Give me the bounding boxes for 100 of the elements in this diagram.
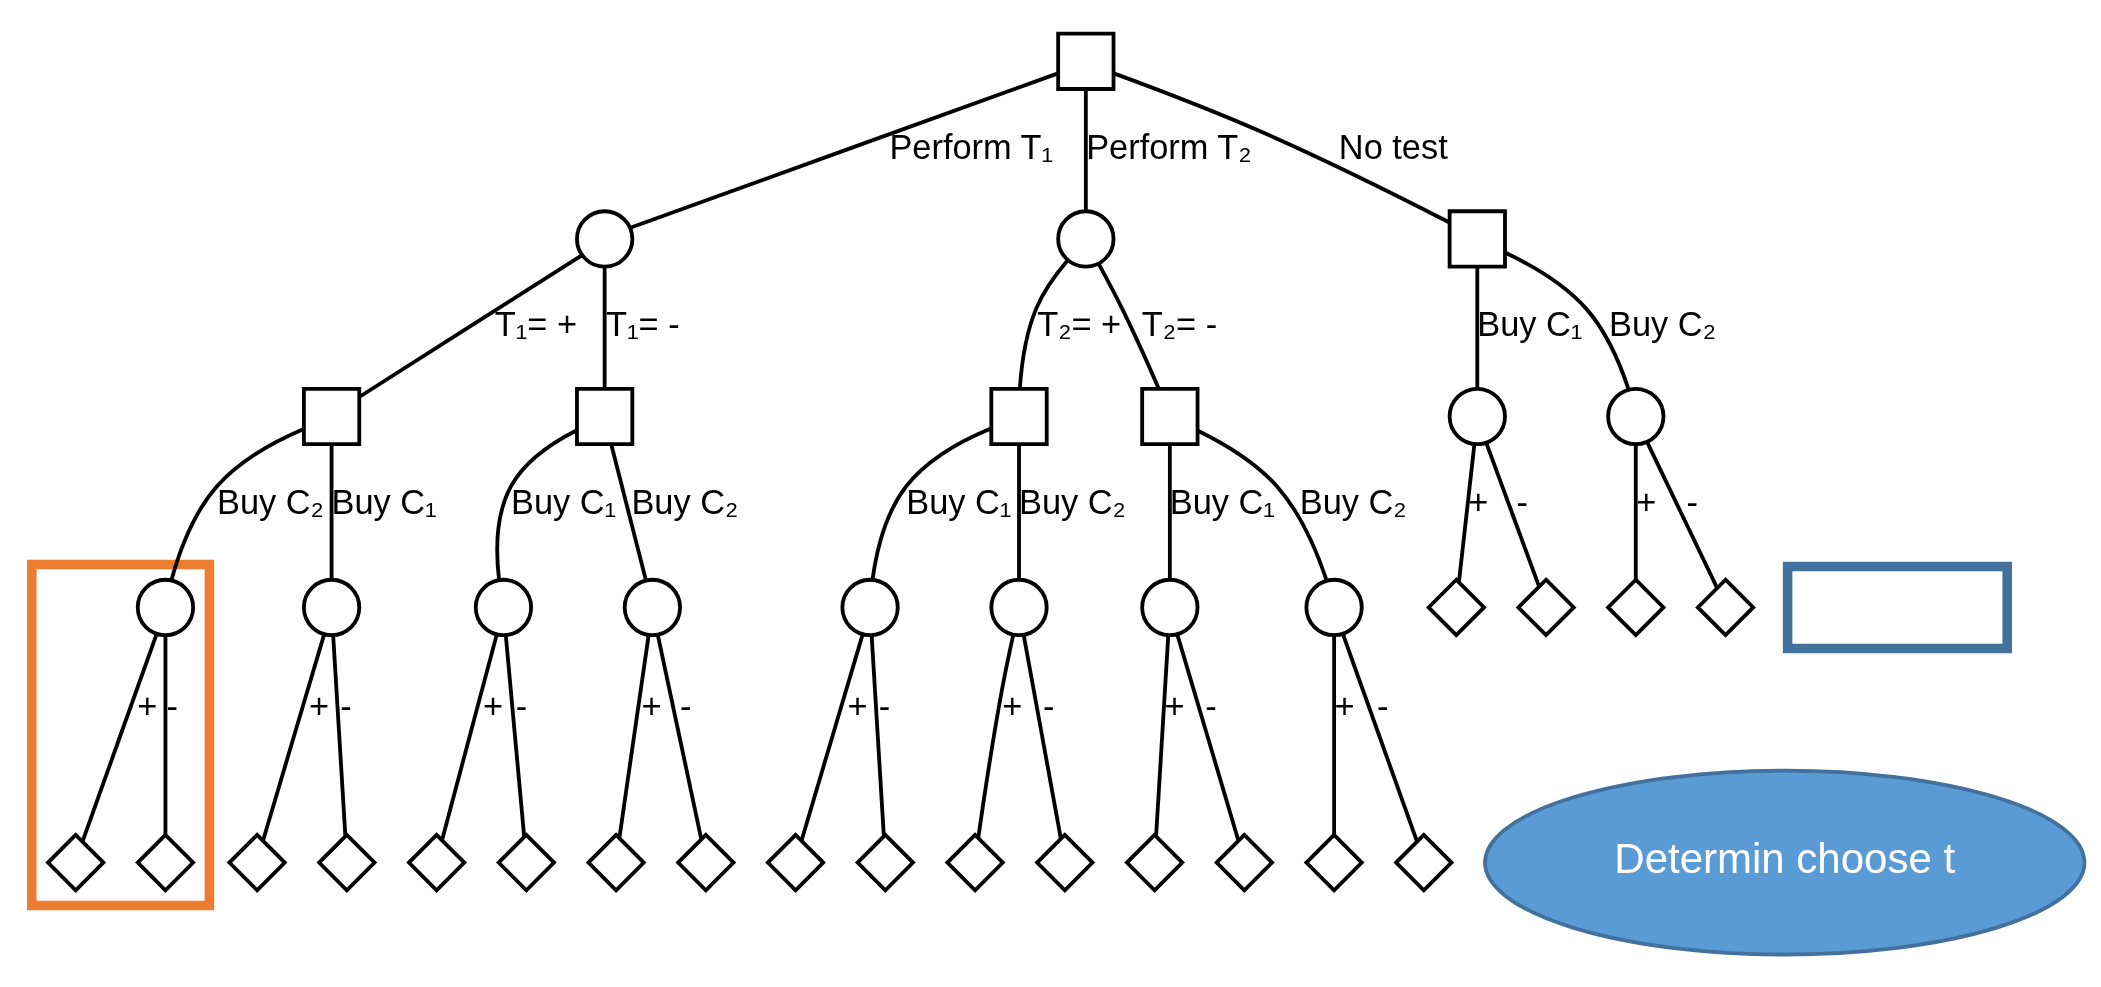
node-circle bbox=[135, 577, 196, 637]
node-circle bbox=[301, 577, 362, 637]
edge-label: Buy C₁ bbox=[1169, 482, 1275, 521]
connector bbox=[331, 634, 348, 836]
connector bbox=[1645, 440, 1719, 588]
node-circle bbox=[473, 577, 534, 637]
connector bbox=[440, 633, 499, 840]
node-diamond bbox=[854, 831, 916, 893]
edge-label: Buy C₂ bbox=[1299, 482, 1407, 521]
node-diamond bbox=[406, 831, 467, 893]
connector bbox=[1097, 262, 1161, 389]
node-circle bbox=[1140, 577, 1200, 637]
node-diamond bbox=[135, 831, 196, 893]
edge-label: - bbox=[1377, 686, 1389, 725]
edge-label: Buy C₁ bbox=[331, 482, 437, 521]
connector bbox=[163, 634, 168, 834]
node-circle bbox=[1447, 386, 1507, 446]
node-box bbox=[301, 386, 362, 446]
node-circle bbox=[1056, 208, 1116, 268]
connector bbox=[358, 253, 583, 398]
edge-label: T₁= + bbox=[494, 304, 578, 343]
edge-label: T₂= - bbox=[1141, 304, 1218, 343]
cluster bbox=[27, 559, 215, 910]
edge-label: - bbox=[1686, 482, 1698, 521]
node-circle bbox=[989, 577, 1049, 637]
node-diamond bbox=[944, 831, 1006, 893]
connector bbox=[1167, 443, 1172, 580]
edge-label: - bbox=[166, 686, 178, 725]
node-box bbox=[1782, 561, 2012, 653]
connector bbox=[1457, 443, 1477, 582]
edge-label: No test bbox=[1338, 127, 1448, 166]
edge-label: - bbox=[1042, 686, 1055, 725]
edge-label: + bbox=[1468, 482, 1489, 521]
edge-label: + bbox=[482, 686, 503, 725]
connector bbox=[1083, 89, 1088, 211]
connector bbox=[1475, 266, 1480, 389]
node-diamond bbox=[316, 831, 378, 893]
node-diamond bbox=[675, 831, 737, 893]
connector bbox=[1197, 428, 1329, 581]
connector bbox=[1332, 634, 1336, 834]
node-box bbox=[1056, 31, 1116, 91]
node-circle bbox=[840, 577, 900, 637]
node-diamond bbox=[1124, 831, 1185, 893]
node-diamond bbox=[765, 831, 826, 893]
edge-label: T₁= - bbox=[606, 304, 680, 343]
connector bbox=[1484, 441, 1541, 587]
edge-label: + bbox=[1334, 686, 1355, 725]
node-box bbox=[1140, 386, 1200, 446]
connector bbox=[503, 634, 527, 837]
node-circle bbox=[1304, 577, 1364, 637]
connector bbox=[1341, 633, 1419, 842]
connector bbox=[976, 634, 1016, 838]
node-diamond bbox=[1034, 831, 1096, 893]
edge-label: Buy C₂ bbox=[1019, 482, 1126, 521]
edge-label: Buy C₁ bbox=[1477, 304, 1583, 343]
edge-label: Buy C₂ bbox=[1609, 304, 1716, 343]
edge-label: - bbox=[680, 686, 692, 725]
edge-label: Perform T₂ bbox=[1086, 127, 1252, 166]
node-box bbox=[1447, 208, 1507, 268]
connector bbox=[870, 426, 992, 580]
node-diamond bbox=[1303, 831, 1365, 893]
node-circle bbox=[575, 208, 635, 268]
node-box bbox=[989, 386, 1049, 446]
connector bbox=[80, 633, 159, 842]
connector bbox=[495, 428, 578, 580]
node-diamond bbox=[585, 831, 647, 893]
connector bbox=[629, 71, 1059, 230]
edge-label: - bbox=[1205, 686, 1217, 725]
edge-label: Buy C₁ bbox=[906, 482, 1012, 521]
node-diamond bbox=[1695, 576, 1756, 638]
edge-label: - bbox=[515, 686, 528, 725]
node-diamond bbox=[1425, 576, 1487, 638]
connector bbox=[656, 634, 704, 839]
node-ellipse: Determin choose t bbox=[1483, 768, 2087, 956]
connector bbox=[1017, 258, 1070, 389]
edge-label: + bbox=[1636, 482, 1657, 521]
node-diamond bbox=[226, 831, 288, 893]
connector bbox=[1021, 634, 1063, 839]
edge-label: + bbox=[1164, 686, 1185, 725]
edge-label: - bbox=[340, 686, 352, 725]
edge-label: + bbox=[641, 686, 662, 725]
edge-label: + bbox=[847, 686, 868, 725]
node-diamond bbox=[45, 831, 107, 893]
edge-label: + bbox=[137, 686, 158, 725]
node-circle bbox=[1606, 386, 1666, 446]
edge-label: Buy C₂ bbox=[631, 482, 739, 521]
connector bbox=[169, 426, 305, 581]
connector bbox=[869, 634, 886, 836]
connector bbox=[1504, 250, 1631, 390]
node-box bbox=[575, 386, 635, 446]
edge-label: Buy C₁ bbox=[511, 482, 617, 521]
connector bbox=[1154, 634, 1171, 836]
node-diamond bbox=[1393, 831, 1455, 893]
node-circle bbox=[622, 577, 682, 637]
node-diamond bbox=[1515, 576, 1577, 638]
connector bbox=[1633, 443, 1638, 580]
connector bbox=[1175, 633, 1241, 841]
connector bbox=[799, 633, 865, 841]
connector bbox=[617, 634, 651, 838]
edge-label: - bbox=[878, 686, 891, 725]
